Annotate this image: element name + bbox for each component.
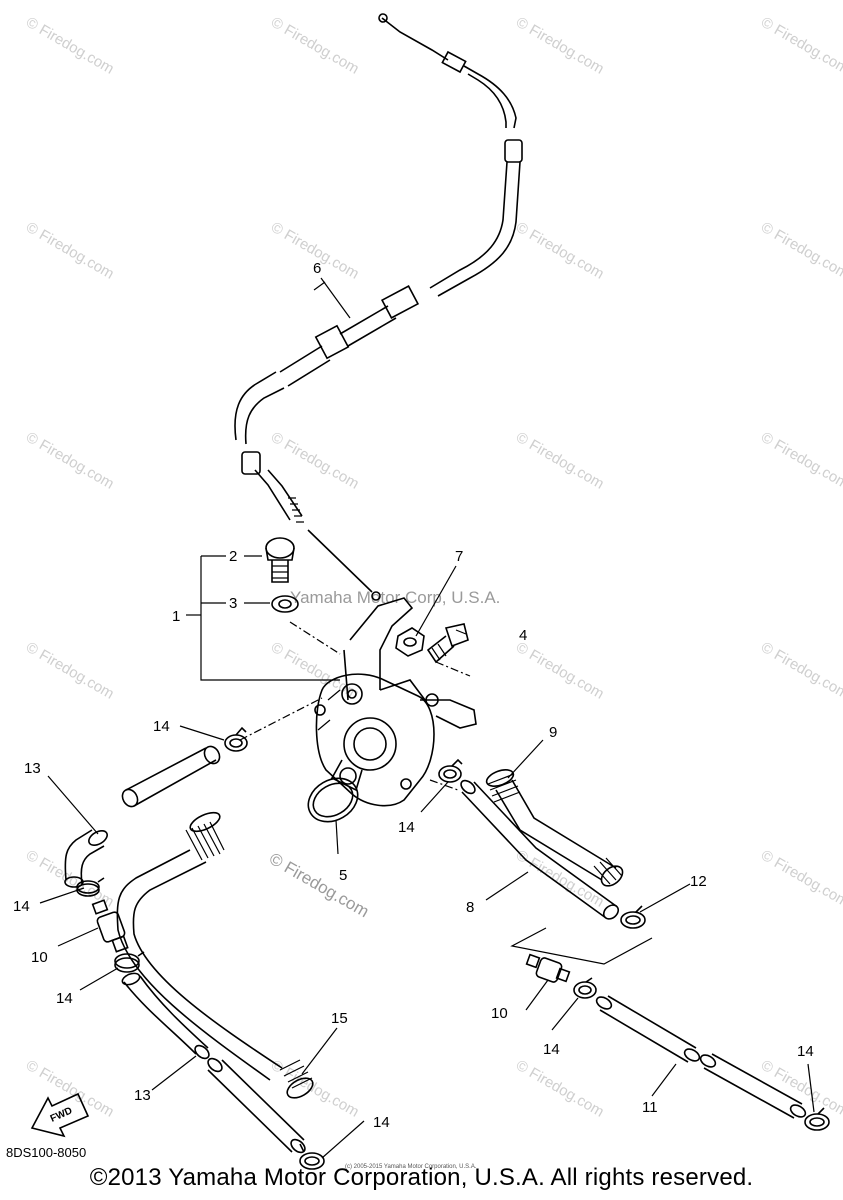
- callout-14: 14: [543, 1041, 560, 1058]
- oil-hose-long: [116, 811, 314, 1099]
- copyright-notice: ©2013 Yamaha Motor Corporation, U.S.A. A…: [89, 1164, 754, 1191]
- watermark: © Firedog.com: [513, 14, 607, 78]
- fwd-label: FWD: [49, 1105, 74, 1124]
- watermark: © Firedog.com: [758, 219, 843, 283]
- callout-8: 8: [466, 899, 474, 916]
- nut: [395, 627, 425, 657]
- hose-clamp: [224, 726, 248, 752]
- banjo-bolt: [265, 537, 295, 583]
- oil-hose: [121, 745, 221, 808]
- gasket-washer: [271, 595, 299, 613]
- callout-9: 9: [549, 724, 557, 741]
- hose-joint: [525, 953, 571, 983]
- watermark: © Firedog.com: [758, 847, 843, 911]
- watermark: © Firedog.com: [23, 14, 117, 78]
- brand-watermark: Yamaha Motor Corp, U.S.A.: [290, 588, 500, 607]
- watermark: © Firedog.com: [268, 429, 362, 493]
- watermark: © Firedog.com: [758, 429, 843, 493]
- oil-pump-cable: [234, 13, 523, 601]
- watermark: © Firedog.com: [23, 429, 117, 493]
- watermark: © Firedog.com: [513, 219, 607, 283]
- watermark: © Firedog.com: [758, 14, 843, 78]
- watermark: © Firedog.com: [513, 847, 607, 911]
- hose-joint: [91, 899, 129, 953]
- watermark: © Firedog.com: [758, 639, 843, 703]
- watermark: © Firedog.com: [758, 1057, 843, 1121]
- callout-11: 11: [642, 1099, 658, 1116]
- watermark: © Firedog.com: [23, 639, 117, 703]
- callout-15: 15: [331, 1010, 348, 1027]
- callout-4: 4: [519, 627, 527, 644]
- callout-7: 7: [455, 548, 463, 565]
- watermark-layer: © Firedog.com © Firedog.com © Firedog.co…: [23, 14, 843, 1121]
- spring-guard: [279, 1059, 314, 1099]
- callout-14: 14: [13, 898, 30, 915]
- hose-clamp: [573, 977, 597, 999]
- watermark: © Firedog.com: [513, 639, 607, 703]
- callout-2: 2: [229, 548, 237, 565]
- callout-6: 6: [313, 260, 321, 277]
- callout-5: 5: [339, 867, 347, 884]
- oil-hose: [595, 995, 807, 1119]
- callout-13: 13: [134, 1087, 151, 1104]
- spring-guard: [593, 857, 624, 887]
- callout-14: 14: [797, 1043, 814, 1060]
- hose-clamp: [804, 1107, 830, 1131]
- callout-13: 13: [24, 760, 41, 777]
- o-ring: [307, 777, 359, 823]
- watermark: © Firedog.com: [513, 429, 607, 493]
- fine-print: (c) 2005-2015 Yamaha Motor Corporation, …: [345, 1164, 477, 1170]
- callout-14: 14: [56, 990, 73, 1007]
- callout-10: 10: [31, 949, 48, 966]
- watermark: © Firedog.com: [513, 1057, 607, 1121]
- callout-3: 3: [229, 595, 237, 612]
- callout-1: 1: [172, 608, 180, 625]
- diagram-code: 8DS100-8050: [6, 1145, 87, 1160]
- bolt: [426, 623, 469, 664]
- watermark: © Firedog.com: [268, 14, 362, 78]
- hose-clamp: [438, 758, 463, 783]
- spring-guard: [185, 811, 225, 861]
- callout-10: 10: [491, 1005, 508, 1022]
- oil-pump-assembly: [314, 597, 477, 807]
- callout-14: 14: [373, 1114, 390, 1131]
- callout-14: 14: [153, 718, 170, 735]
- center-watermark: © Firedog.com: [266, 849, 372, 921]
- callout-12: 12: [690, 873, 707, 890]
- elbow-hose: [64, 829, 108, 888]
- watermark: © Firedog.com: [23, 219, 117, 283]
- callout-labels: 1 2 3 4 5 6 7 8 9 10 10 11 12 13 13 14 1…: [13, 260, 814, 1131]
- hose-clamp: [299, 1143, 325, 1170]
- oil-hose: [121, 972, 210, 1060]
- callout-14: 14: [398, 819, 415, 836]
- watermark: © Firedog.com: [268, 1057, 362, 1121]
- hose-clamp: [620, 905, 646, 929]
- leader-lines: [39, 277, 815, 1159]
- oil-hose-spring: [485, 769, 624, 887]
- oil-hose: [460, 779, 620, 920]
